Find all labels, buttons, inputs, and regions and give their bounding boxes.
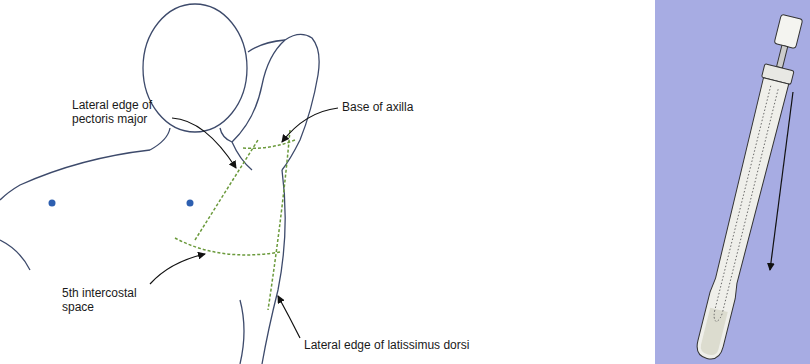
callout-label: Lateral edge of pectoris major — [72, 98, 170, 126]
leader-arrows — [150, 108, 338, 338]
callout-label: Lateral edge of latissimus dorsi — [304, 338, 504, 352]
device-panel — [655, 0, 810, 364]
body-outline — [0, 4, 319, 364]
head — [143, 4, 247, 132]
insertion-arrow — [770, 92, 793, 270]
safety-triangle — [175, 130, 295, 310]
callout-label: 5th intercostal space — [62, 286, 154, 314]
callout-label: Base of axilla — [342, 100, 462, 114]
nipple-dot — [187, 200, 194, 207]
nipple-dot — [49, 200, 56, 207]
chest-drain-trocar — [692, 13, 806, 362]
